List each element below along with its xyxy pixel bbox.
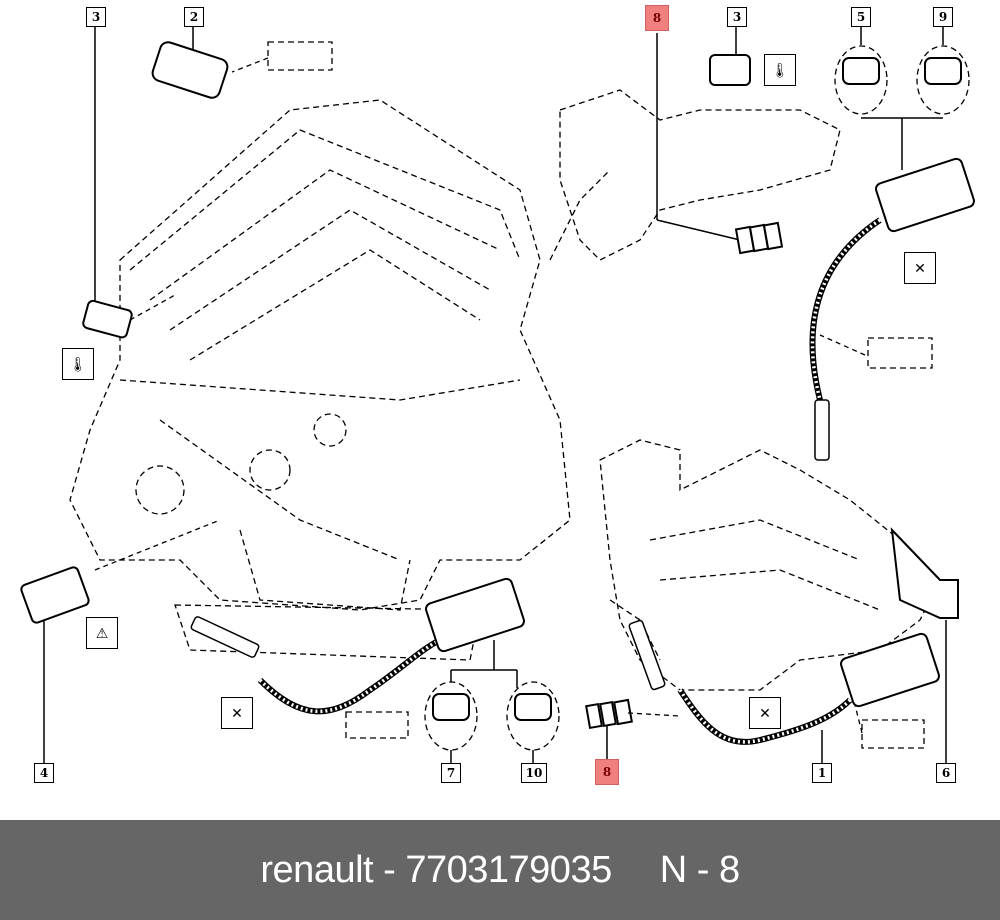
oxygen-sensor-cables (257, 217, 882, 745)
callout-4[interactable]: 4 (34, 763, 54, 783)
footer-caption: renault - 7703179035 N - 8 (0, 820, 1000, 920)
callout-6[interactable]: 6 (936, 763, 956, 783)
no-grease-symbol-icon: ✕ (749, 697, 781, 729)
knock-sensor-symbol-icon: ⚠ (86, 617, 118, 649)
temperature-symbol-icon: 🌡 (62, 348, 94, 380)
callout-3[interactable]: 3 (86, 7, 106, 27)
callout-1[interactable]: 1 (812, 763, 832, 783)
temperature-symbol-icon: 🌡 (764, 54, 796, 86)
engine-outline (69, 41, 941, 749)
callout-5[interactable]: 5 (851, 7, 871, 27)
parts-diagram: 3 2 8 3 5 9 4 7 10 8 1 6 🌡 🌡 ⚠ ✕ ✕ ✕ (20, 5, 975, 785)
callout-7[interactable]: 7 (441, 763, 461, 783)
separator: - (696, 848, 710, 891)
callout-10[interactable]: 10 (521, 763, 547, 783)
callout-8-highlighted[interactable]: 8 (595, 759, 619, 785)
callout-9[interactable]: 9 (933, 7, 953, 27)
leader-lines (43, 25, 947, 764)
callout-2[interactable]: 2 (184, 7, 204, 27)
part-number: 7703179035 (405, 848, 612, 891)
callout-3[interactable]: 3 (727, 7, 747, 27)
no-grease-symbol-icon: ✕ (221, 697, 253, 729)
assembly-arrows (94, 57, 866, 734)
position-label: N (659, 848, 687, 891)
connectors (20, 41, 975, 751)
brand-name: renault (260, 848, 374, 891)
no-grease-symbol-icon: ✕ (904, 252, 936, 284)
diagram-drawing (20, 25, 975, 764)
callout-8-highlighted[interactable]: 8 (645, 5, 669, 31)
separator: - (383, 848, 396, 891)
position-value: 8 (718, 848, 740, 891)
oxygen-sensor-probes (190, 399, 830, 691)
